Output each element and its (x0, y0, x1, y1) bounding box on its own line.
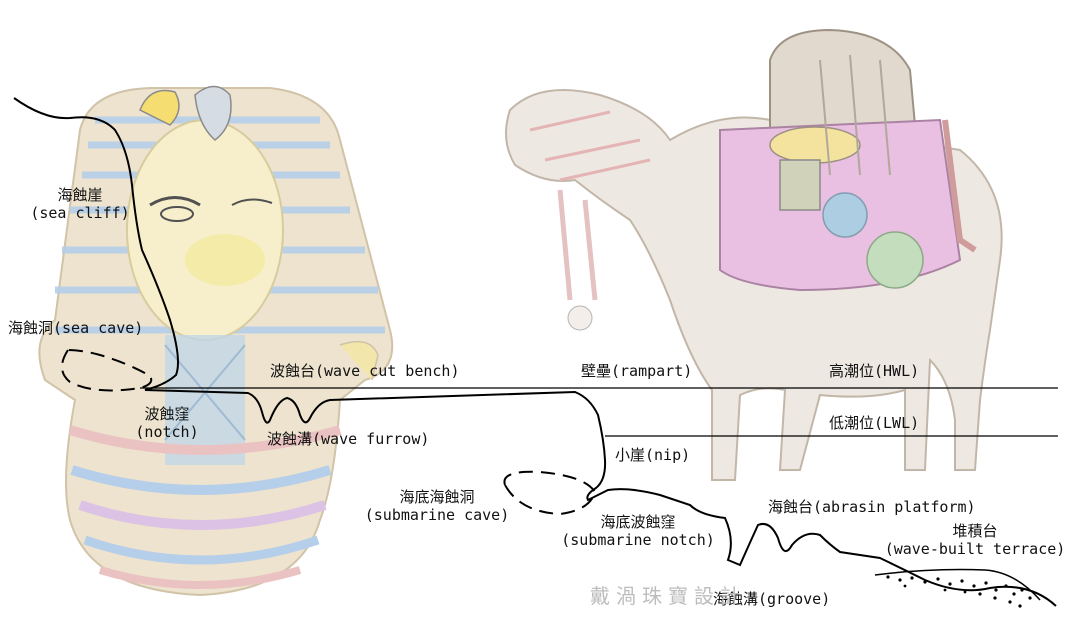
label-sea-cliff: 海蝕崖 (sea cliff) (20, 186, 140, 222)
label-rampart: 壁壘(rampart) (581, 362, 693, 380)
label-submarine-notch-zh: 海底波蝕窪 (600, 513, 676, 531)
label-sea-cliff-zh: 海蝕崖 (57, 186, 103, 204)
terrace-dots (886, 575, 1032, 608)
label-hwl: 高潮位(HWL) (829, 362, 920, 380)
label-groove: 海蝕溝(groove) (713, 590, 831, 608)
label-wave-built-terrace: 堆積台 (wave-built terrace) (870, 522, 1080, 558)
label-sea-cliff-en: (sea cliff) (30, 204, 130, 222)
label-lwl: 低潮位(LWL) (829, 414, 920, 432)
label-abrasion-platform: 海蝕台(abrasin platform) (768, 498, 976, 516)
label-wave-furrow: 波蝕溝(wave furrow) (267, 430, 430, 448)
label-wave-cut-bench: 波蝕台(wave cut bench) (270, 362, 460, 380)
label-sea-cave: 海蝕洞(sea cave) (8, 319, 144, 337)
label-notch-en: (notch) (135, 423, 199, 441)
label-notch-zh: 波蝕窪 (144, 405, 190, 423)
label-submarine-notch: 海底波蝕窪 (submarine notch) (548, 513, 728, 549)
label-submarine-cave-zh: 海底海蝕洞 (399, 488, 475, 506)
label-wave-built-terrace-zh: 堆積台 (952, 522, 998, 540)
sea-cave-outline (61, 348, 153, 392)
camel-drawing (505, 28, 1003, 481)
label-submarine-notch-en: (submarine notch) (561, 531, 715, 549)
coastline-profile (13, 97, 1057, 607)
label-nip: 小崖(nip) (615, 446, 691, 464)
label-notch: 波蝕窪 (notch) (112, 405, 222, 441)
label-submarine-cave: 海底海蝕洞 (submarine cave) (362, 488, 512, 524)
submarine-cave-outline (503, 470, 597, 516)
pharaoh-mask-drawing (38, 85, 394, 597)
watermark-text: 戴渦珠寶設計 (590, 584, 746, 608)
label-wave-built-terrace-en: (wave-built terrace) (884, 540, 1066, 558)
label-submarine-cave-en: (submarine cave) (364, 506, 510, 524)
wave-built-terrace-deposit (874, 568, 1041, 601)
